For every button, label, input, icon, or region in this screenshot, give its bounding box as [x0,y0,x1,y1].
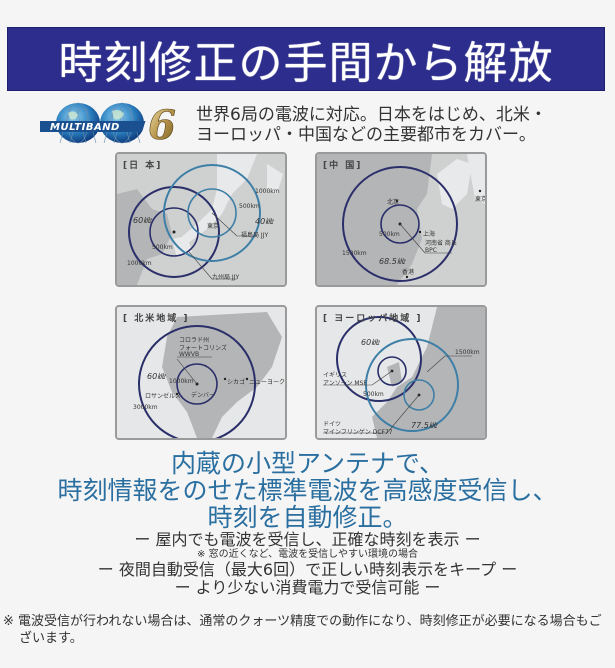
japan-map-graphic [117,154,285,285]
feature-item: ー 夜間自動受信（最大6回）で正しい時刻表示をキープ ー [97,560,518,579]
headline: 内蔵の小型アンテナで、 時刻情報をのせた標準電波を高感度受信し、 時刻を自動修正… [0,450,615,531]
range-label: 1500km [342,250,367,257]
city-label: 香港 [402,269,415,276]
city-label: ニューヨーク [249,379,286,386]
page-title: 時刻修正の手間から解放 [58,38,554,89]
station-label: 河南省 商丘 BPC [425,240,457,254]
frequency-label: 60㎑ [361,338,380,347]
range-label: 500km [152,244,173,251]
intro-line-2: ヨーロッパ・中国などの主要都市をカバー。 [196,125,536,145]
range-label: 1500km [455,349,480,356]
north-america-map-graphic [117,307,285,438]
headline-line-3: 時刻を自動修正。 [207,503,408,532]
svg-text:MULTIBAND: MULTIBAND [50,122,120,133]
feature-item: ー より少ない消費電力で受信可能 ー [174,578,441,597]
station-label: 九州局 JJY [212,274,240,281]
feature-note: ※ 窓の近くなど、電波を受信しやすい環境の場合 [197,549,418,560]
frequency-label: 77.5㎑ [411,421,437,430]
intro-line-1: 世界6局の電波に対応。日本をはじめ、北米・ [196,105,547,125]
europe-map-graphic [317,307,485,438]
map-china: [中 国] 北京 上海 香港 東京 500km 1500km 68.5㎑ 河南省… [315,152,487,287]
intro-description: 世界6局の電波に対応。日本をはじめ、北米・ ヨーロッパ・中国などの主要都市をカバ… [196,105,547,145]
city-label: 上海 [423,231,436,238]
city-label: デンバー [191,392,216,399]
frequency-label: 68.5㎑ [379,257,405,266]
station-label: 福島局 JJY [241,232,269,239]
range-label: 500km [379,231,400,238]
frequency-label: 40㎑ [255,217,274,226]
intro-section: MULTIBAND 6 世界6局の電波に対応。日本をはじめ、北米・ ヨーロッパ・… [33,101,610,149]
map-north-america: [ 北米地域 ] コロラド州 フォートコリンズ WWVB 60㎑ 1000km … [115,305,287,440]
station-label: マインフリンゲン DCF77 [323,429,393,436]
map-japan: [日 本] 1000km 500km 40㎑ 福島局 JJY 東京 60㎑ 50… [115,152,287,287]
frequency-label: 60㎑ [147,372,166,381]
china-map-graphic [317,154,485,285]
headline-line-2: 時刻情報をのせた標準電波を高感度受信し、 [57,476,558,505]
city-label: 東京 [475,196,487,203]
station-label: アンソーン MSF [323,380,367,387]
coverage-maps: [日 本] 1000km 500km 40㎑ 福島局 JJY 東京 60㎑ 50… [115,152,500,442]
city-label: シカゴ [227,379,246,386]
map-title: [ ヨーロッパ地域 ] [323,314,423,324]
range-label: 1000km [169,378,194,385]
map-europe: [ ヨーロッパ地域 ] 60㎑ 1500km イギリス アンソーン MSF 50… [315,305,487,440]
station-label: イギリス [323,372,348,379]
footnote: ※ 電波受信が行われない場合は、通常のクォーツ精度での動作になり、時刻修正が必要… [3,614,602,646]
svg-text:6: 6 [148,102,176,149]
multiband6-logo: MULTIBAND 6 [33,101,190,149]
range-label: 1000km [127,260,152,267]
map-title: [ 北米地域 ] [123,314,190,324]
headline-line-1: 内蔵の小型アンテナで、 [170,449,444,478]
map-title: [中 国] [323,161,363,171]
station-label: フォートコリンズ [179,345,227,352]
feature-item: ー 屋内でも電波を受信し、正確な時刻を表示 ー [134,530,481,549]
map-title: [日 本] [123,161,163,171]
range-label: 500km [239,203,260,210]
frequency-label: 60㎑ [133,216,152,225]
range-label: 3000km [133,404,158,411]
city-label: 東京 [207,223,220,230]
city-label: 北京 [387,199,400,206]
station-label: コロラド州 [179,337,210,344]
title-banner: 時刻修正の手間から解放 [7,27,605,91]
range-label: 500km [363,391,384,398]
station-label: WWVB [179,351,200,358]
range-label: 1000km [255,188,280,195]
feature-list: ー 屋内でも電波を受信し、正確な時刻を表示 ー ※ 窓の近くなど、電波を受信しや… [0,531,615,597]
station-label: ドイツ [323,421,342,428]
globe-logo-icon: MULTIBAND 6 [33,102,176,149]
city-label: ロサンゼルス [145,393,182,400]
